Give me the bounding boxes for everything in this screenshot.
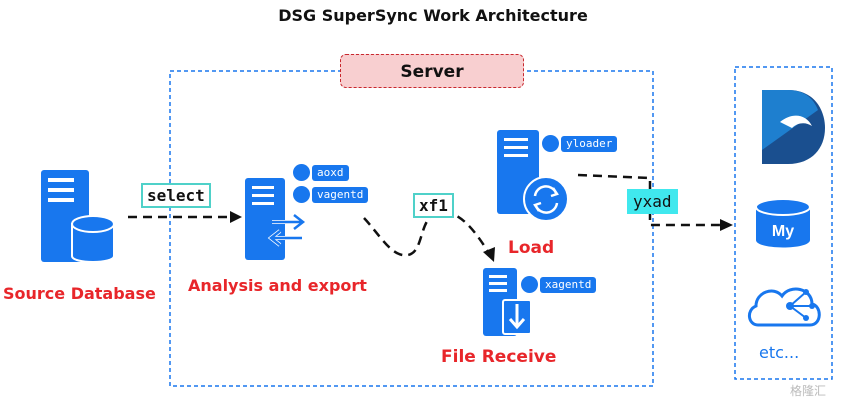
server-container	[169, 70, 654, 387]
watermark-logo: 格隆汇	[790, 384, 827, 398]
file-receive-server-icon	[483, 268, 532, 336]
load-server-icon	[497, 130, 569, 222]
yxad-arrowhead	[720, 219, 733, 231]
select-edge-label: select	[141, 183, 211, 208]
diagram-title: DSG SuperSync Work Architecture	[278, 6, 588, 25]
xf1-edge-label: xf1	[413, 193, 454, 218]
targets-container	[734, 66, 833, 380]
xagentd-status-dot	[521, 276, 538, 293]
file-receive-label: File Receive	[441, 347, 557, 367]
mariadb-logo-icon	[762, 90, 825, 164]
source-database-label: Source Database	[3, 284, 156, 303]
load-label: Load	[508, 238, 555, 258]
aoxd-tag: aoxd	[312, 165, 349, 181]
aoxd-status-dot	[293, 164, 310, 181]
select-arrowhead	[230, 211, 242, 223]
server-label: Server	[340, 54, 524, 88]
analysis-export-label: Analysis and export	[188, 276, 367, 295]
mysql-icon: My	[755, 198, 811, 248]
vagentd-status-dot	[293, 186, 310, 203]
yxad-edge-label: yxad	[627, 189, 678, 214]
xagentd-tag: xagentd	[540, 277, 597, 293]
xf1-arrowhead	[483, 247, 495, 262]
xf1-arrow	[363, 210, 492, 257]
cloud-network-icon	[748, 287, 821, 327]
analysis-server-icon	[245, 178, 307, 260]
etc-label: etc...	[759, 343, 800, 362]
yloader-tag: yloader	[561, 136, 618, 152]
svg-text:My: My	[772, 223, 794, 240]
source-database-icon	[41, 170, 115, 263]
yloader-status-dot	[542, 135, 559, 152]
vagentd-tag: vagentd	[312, 187, 369, 203]
